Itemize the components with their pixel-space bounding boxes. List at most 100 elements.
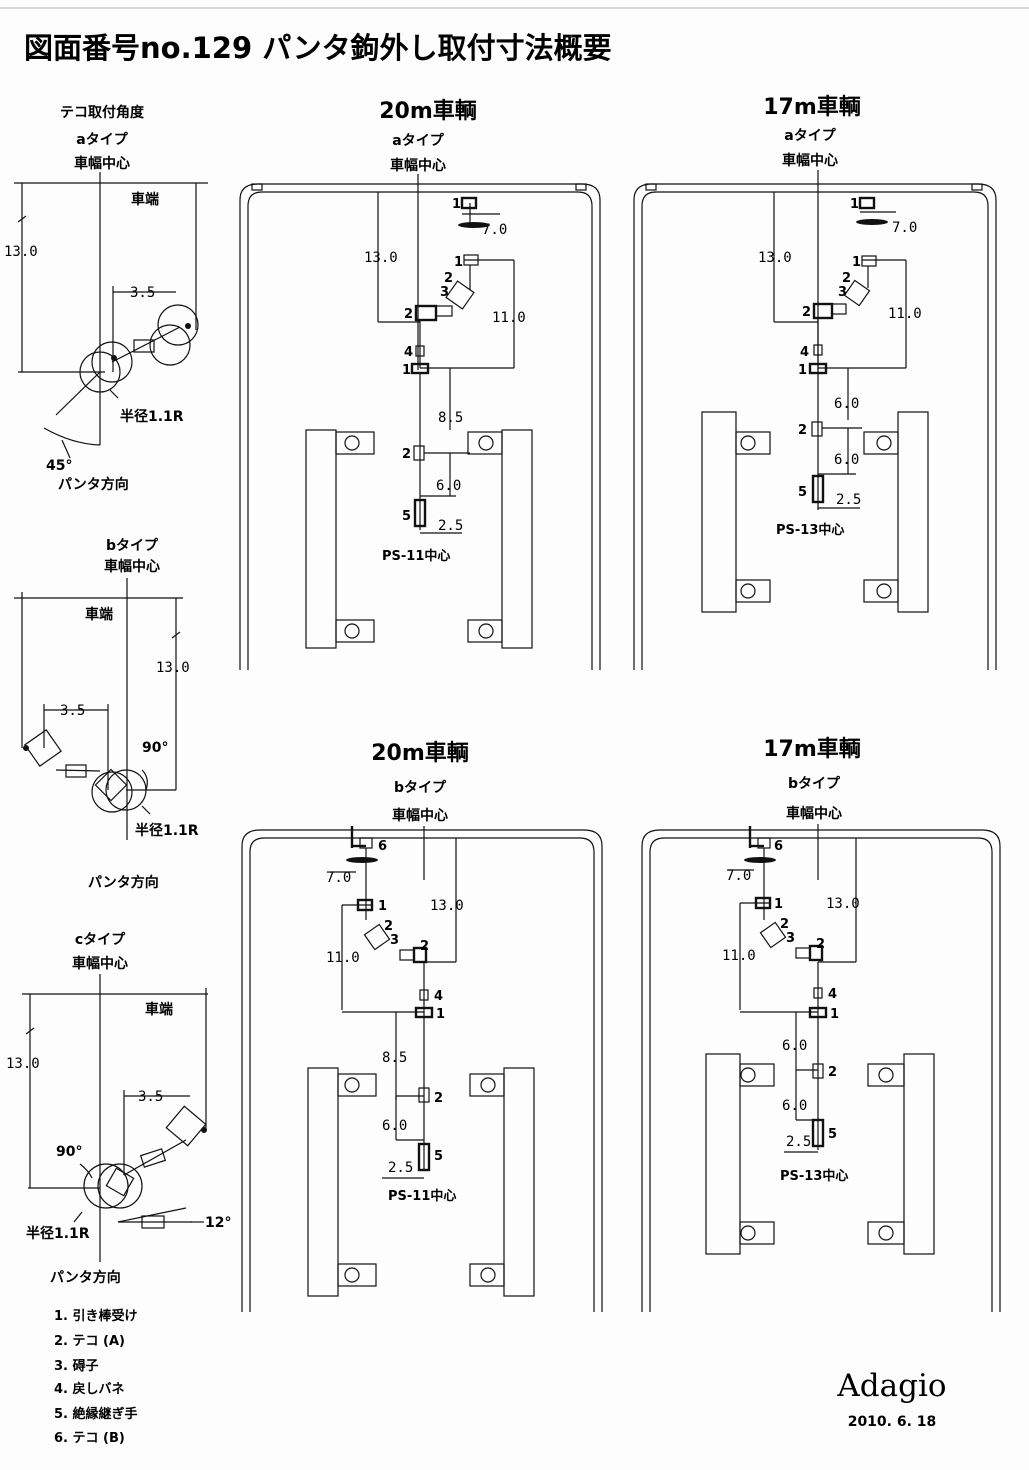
part-number-label: 2 bbox=[842, 271, 851, 286]
panel-20m-a-ps-label: PS-11中心 bbox=[382, 548, 450, 564]
part-number-label: 5 bbox=[828, 1127, 837, 1142]
panel-17m-a-title: 17m車輌 bbox=[763, 94, 861, 120]
detail-a-direction-label: パンタ方向 bbox=[58, 476, 129, 493]
panel-17m-b-dim-13: 13.0 bbox=[826, 896, 860, 912]
part-number-label: 2 bbox=[802, 305, 811, 320]
detail-a-radius-label: 半径1.1R bbox=[120, 408, 184, 425]
detail-c-type-label: cタイプ bbox=[75, 932, 126, 948]
panel-17m-b-dim-6b: 6.0 bbox=[782, 1098, 807, 1114]
part-number-label: 3 bbox=[786, 931, 795, 946]
detail-b-radius-label: 半径1.1R bbox=[135, 822, 199, 839]
panel-20m-a-dim-11: 11.0 bbox=[492, 310, 526, 326]
part-number-label: 1 bbox=[774, 897, 783, 912]
panel-17m-b-ps-label: PS-13中心 bbox=[780, 1168, 848, 1184]
part-number-label: 5 bbox=[434, 1149, 443, 1164]
panel-20m-b-type: 20m車輌 bタイプ 車幅中心 13.0 7.0 11.0 8.5 bbox=[241, 740, 603, 1312]
panel-20m-a-type-label: aタイプ bbox=[392, 133, 444, 149]
legend-item-6: 6. テコ (B) bbox=[54, 1431, 125, 1446]
bogie-right bbox=[503, 1067, 535, 1297]
panel-17m-a-dim-7: 7.0 bbox=[892, 220, 917, 236]
part-number-label: 2 bbox=[420, 939, 429, 954]
detail-a-type: aタイプ 車幅中心 車端 13.0 3.5 半径1.1R 45° パンタ方向 bbox=[4, 132, 208, 493]
bogie-left bbox=[701, 411, 737, 613]
panel-17m-b-dim-7: 7.0 bbox=[726, 868, 751, 884]
panel-17m-b-center-label: 車幅中心 bbox=[786, 805, 842, 822]
panel-20m-b-dim-25: 2.5 bbox=[388, 1160, 413, 1176]
bogie-left bbox=[305, 429, 337, 649]
part-number-label: 1 bbox=[850, 197, 859, 212]
panel-17m-b-dim-25: 2.5 bbox=[786, 1134, 811, 1150]
part-number-label: 1 bbox=[402, 363, 411, 378]
car-body-outline bbox=[239, 183, 601, 670]
panel-20m-b-dim-85: 8.5 bbox=[382, 1050, 407, 1066]
part-number-label: 2 bbox=[402, 447, 411, 462]
part-number-label: 4 bbox=[434, 989, 443, 1004]
detail-c-dim-13: 13.0 bbox=[6, 1056, 40, 1072]
part-number-label: 4 bbox=[800, 345, 809, 360]
detail-a-center-label: 車幅中心 bbox=[74, 155, 130, 172]
panel-17m-a-ps-label: PS-13中心 bbox=[776, 522, 844, 538]
detail-b-type-label: bタイプ bbox=[106, 538, 159, 554]
detail-b-dim-13: 13.0 bbox=[156, 660, 190, 676]
part-number-label: 5 bbox=[402, 509, 411, 524]
detail-b-direction-label: パンタ方向 bbox=[88, 874, 159, 891]
panel-17m-b-type-label: bタイプ bbox=[788, 776, 841, 792]
panel-20m-a-dim-85: 8.5 bbox=[438, 410, 463, 426]
bogie-right bbox=[501, 429, 533, 649]
part-number-label: 3 bbox=[838, 285, 847, 300]
panel-17m-a-dim-25: 2.5 bbox=[836, 492, 861, 508]
detail-b-type: bタイプ 車幅中心 車端 13.0 3.5 90° 半径1.1R パンタ方向 bbox=[14, 538, 199, 891]
panel-17m-b-title: 17m車輌 bbox=[763, 736, 861, 762]
drawing-date: 2010. 6. 18 bbox=[848, 1414, 937, 1430]
panel-20m-a-type: 20m車輌 aタイプ 車幅中心 13.0 7.0 11.0 bbox=[239, 98, 601, 670]
detail-b-dim-35: 3.5 bbox=[60, 703, 85, 719]
panel-20m-b-ps-label: PS-11中心 bbox=[388, 1188, 456, 1204]
detail-c-dim-35: 3.5 bbox=[138, 1089, 163, 1105]
panel-20m-b-dim-13: 13.0 bbox=[430, 898, 464, 914]
panel-17m-a-dim-6b: 6.0 bbox=[834, 452, 859, 468]
panel-17m-a-center-label: 車幅中心 bbox=[782, 152, 838, 169]
panel-17m-a-type: 17m車輌 aタイプ 車幅中心 13.0 7.0 11.0 6.0 bbox=[633, 94, 997, 670]
part-number-label: 1 bbox=[436, 1007, 445, 1022]
detail-c-radius-label: 半径1.1R bbox=[26, 1225, 90, 1242]
detail-b-end-label: 車端 bbox=[85, 606, 113, 623]
panel-20m-a-title: 20m車輌 bbox=[379, 98, 477, 124]
part-number-label: 6 bbox=[378, 839, 387, 854]
panel-20m-b-type-label: bタイプ bbox=[394, 780, 447, 796]
panel-20m-a-dim-13: 13.0 bbox=[364, 250, 398, 266]
panel-17m-b-dim-11: 11.0 bbox=[722, 948, 756, 964]
legend-item-1: 1. 引き棒受け bbox=[54, 1308, 138, 1324]
car-body-outline bbox=[641, 829, 1001, 1312]
legend-item-4: 4. 戻しバネ bbox=[54, 1381, 125, 1397]
author-signature: Adagio bbox=[836, 1368, 946, 1404]
part-number-label: 2 bbox=[780, 917, 789, 932]
legend-item-5: 5. 絶縁継ぎ手 bbox=[54, 1406, 138, 1422]
panel-20m-b-center-label: 車幅中心 bbox=[392, 807, 448, 824]
part-number-label: 2 bbox=[816, 937, 825, 952]
part-number-label: 3 bbox=[390, 933, 399, 948]
panel-20m-b-dim-6: 6.0 bbox=[382, 1118, 407, 1134]
part-number-label: 3 bbox=[440, 285, 449, 300]
panel-20m-b-dim-11: 11.0 bbox=[326, 950, 360, 966]
part-number-label: 2 bbox=[434, 1091, 443, 1106]
part-number-label: 1 bbox=[454, 255, 463, 270]
detail-a-type-label: aタイプ bbox=[76, 132, 128, 148]
panel-20m-a-dim-6: 6.0 bbox=[436, 478, 461, 494]
part-number-label: 1 bbox=[852, 255, 861, 270]
bogie-left bbox=[705, 1053, 741, 1255]
panel-17m-a-type-label: aタイプ bbox=[784, 128, 836, 144]
panel-20m-a-center-label: 車幅中心 bbox=[390, 157, 446, 174]
panel-17m-a-dim-13: 13.0 bbox=[758, 250, 792, 266]
parts-legend: 1. 引き棒受け 2. テコ (A) 3. 碍子 4. 戻しバネ 5. 絶縁継ぎ… bbox=[54, 1308, 138, 1446]
legend-item-2: 2. テコ (A) bbox=[54, 1334, 125, 1349]
part-number-label: 4 bbox=[404, 345, 413, 360]
detail-c-center-label: 車幅中心 bbox=[72, 955, 128, 972]
part-number-label: 6 bbox=[774, 839, 783, 854]
detail-a-angle-label: 45° bbox=[46, 458, 72, 474]
detail-a-dim-35: 3.5 bbox=[130, 285, 155, 301]
part-number-label: 2 bbox=[444, 271, 453, 286]
panel-17m-b-dim-6a: 6.0 bbox=[782, 1038, 807, 1054]
panel-17m-a-dim-6a: 6.0 bbox=[834, 396, 859, 412]
